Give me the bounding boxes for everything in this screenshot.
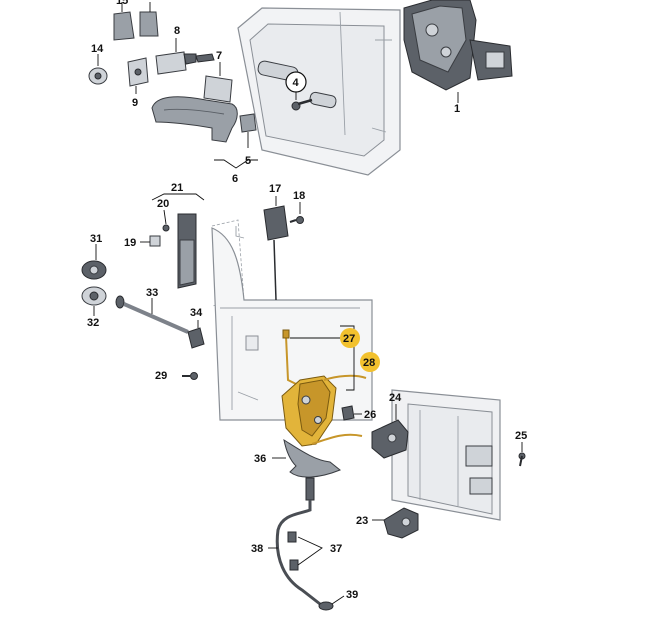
- label-26: 26: [364, 409, 376, 421]
- part-7-gasket: [203, 62, 233, 103]
- callout-badge-27: [340, 328, 360, 348]
- label-32: 32: [87, 317, 99, 329]
- part-39-cable-end: [318, 595, 345, 611]
- callout-badge-28: [360, 352, 380, 372]
- label-37: 37: [330, 543, 342, 555]
- upper-door-panel: [237, 7, 401, 176]
- part-32-roller: [81, 286, 107, 316]
- label-27: 27: [343, 333, 355, 345]
- part-15-caps: [113, 2, 159, 41]
- exterior-door-handle: [151, 96, 238, 143]
- part-8-lock-cylinder: [155, 38, 215, 75]
- label-38: 38: [251, 543, 263, 555]
- part-17-front-latch: [263, 196, 289, 301]
- label-31: 31: [90, 233, 102, 245]
- part-23-striker: [372, 507, 419, 539]
- bracket-21: [151, 193, 205, 201]
- callout-circle-4: [285, 71, 307, 93]
- label-6: 6: [232, 173, 238, 185]
- part-34-bushing: [187, 320, 205, 349]
- part-33-pin: [115, 295, 189, 334]
- label-21: 21: [171, 182, 183, 194]
- label-23: 23: [356, 515, 368, 527]
- label-24: 24: [389, 392, 402, 404]
- bracket-6: [214, 159, 258, 169]
- label-1: 1: [454, 103, 460, 115]
- part-36-lever: [272, 438, 341, 478]
- label-39: 39: [346, 589, 358, 601]
- label-4: 4: [293, 77, 300, 89]
- label-8: 8: [174, 25, 180, 37]
- part-1-upper-lock: [403, 0, 513, 103]
- body-pillar: [391, 389, 501, 521]
- part-14-washer: [88, 54, 108, 85]
- part-26-clip: [341, 405, 362, 421]
- label-19: 19: [124, 237, 136, 249]
- label-17: 17: [269, 183, 281, 195]
- part-25-screw: [518, 442, 526, 467]
- part-37-clips: [287, 531, 323, 571]
- label-33: 33: [146, 287, 158, 299]
- part-27-28-main-lock: [281, 329, 367, 447]
- label-7: 7: [216, 50, 222, 62]
- part-24-actuator: [371, 404, 409, 459]
- part-19-clip: [140, 235, 161, 247]
- leader-28: [340, 325, 355, 391]
- label-25: 25: [515, 430, 527, 442]
- label-29: 29: [155, 370, 167, 382]
- label-28: 28: [363, 357, 375, 369]
- label-15: 15: [116, 0, 128, 7]
- label-9: 9: [132, 97, 138, 109]
- part-29-screw: [182, 372, 198, 380]
- label-20: 20: [157, 198, 169, 210]
- part-38-bowden-cable: [268, 477, 321, 606]
- label-36: 36: [254, 453, 266, 465]
- label-14: 14: [91, 43, 104, 55]
- part-31-roller: [81, 244, 107, 280]
- part-21-interior-handle: [177, 213, 197, 289]
- lower-door-panel: [211, 219, 373, 421]
- part-5-cap: [239, 113, 257, 148]
- part-18-screw: [289, 202, 304, 224]
- label-18: 18: [293, 190, 305, 202]
- part-20-screw: [162, 209, 170, 232]
- label-5: 5: [245, 155, 251, 167]
- part-9-bracket: [127, 57, 149, 94]
- label-34: 34: [190, 307, 203, 319]
